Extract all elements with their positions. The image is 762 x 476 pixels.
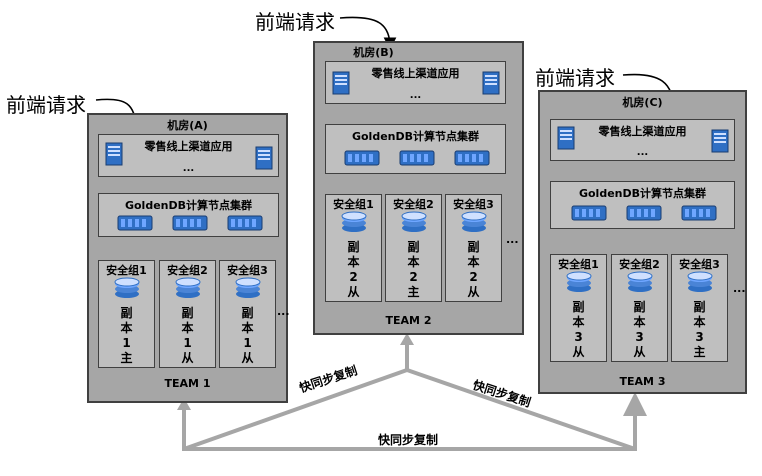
app-box: 零售线上渠道应用 ... <box>98 134 279 177</box>
sync-label-bottom: 快同步复制 <box>378 433 439 447</box>
cluster-box: GoldenDB计算节点集群 <box>550 181 735 229</box>
group-name: 安全组3 <box>227 264 268 277</box>
datacenter-room-b: 机房(B) 零售线上渠道应用 ... GoldenDB计算节点集群 安全组1 副… <box>313 41 524 335</box>
more-groups-ellipsis: ... <box>506 233 519 246</box>
compute-node-icon <box>172 215 208 231</box>
server-icon <box>105 142 123 166</box>
team-label: TEAM 1 <box>164 377 211 390</box>
group-name: 安全组2 <box>167 264 208 277</box>
app-ellipsis: ... <box>182 163 195 174</box>
cluster-box: GoldenDB计算节点集群 <box>98 193 279 237</box>
request-label-b: 前端请求 <box>255 10 335 34</box>
database-icon <box>341 211 367 232</box>
app-title: 零售线上渠道应用 <box>371 67 460 80</box>
database-icon <box>566 271 592 292</box>
more-groups-ellipsis: ... <box>277 305 290 318</box>
group-name: 安全组1 <box>333 198 374 211</box>
database-icon <box>175 277 201 298</box>
datacenter-room-c: 机房(C) 零售线上渠道应用 ... GoldenDB计算节点集群 安全组1 副… <box>538 90 747 394</box>
database-icon <box>235 277 261 298</box>
group-name: 安全组3 <box>679 258 720 271</box>
server-icon <box>482 71 500 95</box>
database-icon <box>401 211 427 232</box>
cluster-title: GoldenDB计算节点集群 <box>351 130 480 143</box>
group-name: 安全组1 <box>106 264 147 277</box>
request-label-a: 前端请求 <box>6 93 86 117</box>
team-label: TEAM 3 <box>619 375 666 388</box>
server-icon <box>711 129 729 153</box>
group-name: 安全组1 <box>558 258 599 271</box>
server-icon <box>557 126 575 150</box>
more-groups-ellipsis: ... <box>733 282 746 295</box>
request-label-c: 前端请求 <box>535 66 615 90</box>
database-icon <box>627 271 653 292</box>
room-title: 机房(C) <box>622 96 663 109</box>
compute-node-icon <box>571 205 607 221</box>
database-icon <box>687 271 713 292</box>
compute-node-icon <box>399 150 435 166</box>
compute-node-icon <box>626 205 662 221</box>
server-icon <box>255 146 273 170</box>
compute-node-icon <box>227 215 263 231</box>
app-box: 零售线上渠道应用 ... <box>550 119 735 161</box>
sync-line-a-b <box>183 368 408 451</box>
database-icon <box>461 211 487 232</box>
sync-line-b-c <box>406 368 636 451</box>
compute-node-icon <box>344 150 380 166</box>
app-title: 零售线上渠道应用 <box>598 125 687 138</box>
group-name: 安全组2 <box>393 198 434 211</box>
app-ellipsis: ... <box>409 90 422 101</box>
room-title: 机房(A) <box>167 119 208 132</box>
team-label: TEAM 2 <box>385 314 432 327</box>
compute-node-icon <box>681 205 717 221</box>
app-title: 零售线上渠道应用 <box>144 140 233 153</box>
compute-node-icon <box>117 215 153 231</box>
compute-node-icon <box>454 150 490 166</box>
app-box: 零售线上渠道应用 ... <box>325 61 506 104</box>
cluster-title: GoldenDB计算节点集群 <box>578 187 707 200</box>
group-name: 安全组2 <box>619 258 660 271</box>
app-ellipsis: ... <box>636 147 649 158</box>
server-icon <box>332 71 350 95</box>
datacenter-room-a: 机房(A) 零售线上渠道应用 ... GoldenDB计算节点集群 安全组1 副… <box>87 113 290 403</box>
database-icon <box>114 277 140 298</box>
group-name: 安全组3 <box>453 198 494 211</box>
sync-line-bottom <box>182 392 647 451</box>
cluster-title: GoldenDB计算节点集群 <box>124 199 253 212</box>
room-title: 机房(B) <box>353 46 394 59</box>
cluster-box: GoldenDB计算节点集群 <box>325 124 506 174</box>
